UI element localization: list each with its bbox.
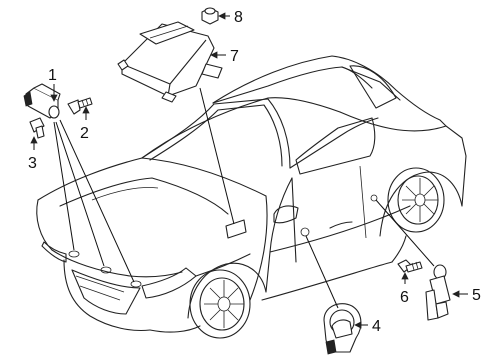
module-location [225, 219, 247, 239]
sensor-location-right [130, 280, 142, 288]
occupant-sensor-part [323, 303, 362, 355]
convertible-car-illustration [36, 55, 467, 339]
front-sensor-part [23, 83, 61, 119]
bolt-part-6 [397, 259, 423, 273]
callout-2: 2 [80, 125, 89, 142]
callout-4: 4 [372, 318, 381, 335]
callout-7: 7 [230, 48, 239, 65]
callout-1: 1 [48, 67, 57, 84]
nut-part [201, 7, 219, 25]
leader-lines [30, 12, 468, 329]
callout-5: 5 [472, 287, 481, 304]
sensor-location-center [100, 266, 112, 274]
callout-3: 3 [28, 155, 37, 172]
callout-6: 6 [400, 289, 409, 306]
control-module-part [117, 21, 223, 103]
front-wheel [189, 269, 251, 339]
side-sensor-part [425, 264, 451, 321]
screw-part-3 [29, 117, 45, 139]
callout-8: 8 [234, 9, 243, 26]
sensor-location-left [68, 250, 80, 258]
door-sensor-location [300, 227, 310, 237]
rear-wheel [387, 167, 445, 233]
callout-labels: 1 2 3 4 5 6 7 8 [28, 9, 481, 335]
bolt-part-2 [67, 97, 93, 115]
rear-sensor-location [370, 194, 378, 202]
